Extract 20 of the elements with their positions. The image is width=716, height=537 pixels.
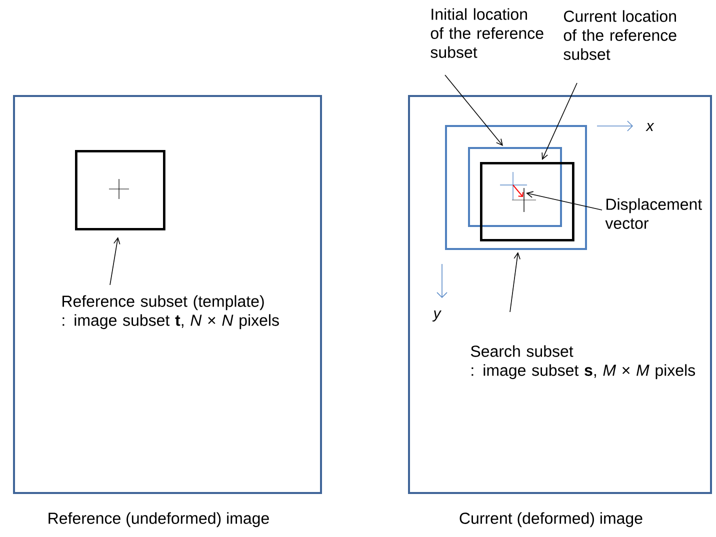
leader-arrow [110, 237, 120, 286]
leader-arrow [444, 74, 503, 146]
search-box [445, 125, 587, 250]
subset-box [75, 150, 166, 230]
axis-label: y [432, 310, 442, 322]
annotation-text: Current location of the reference subset [564, 10, 676, 60]
subset-box [468, 147, 562, 227]
annotation-text: Reference subset (template) : image subset t, N × N pixels [62, 295, 279, 330]
annotation-text: Initial location of the reference subset [430, 8, 544, 58]
subset-box [480, 162, 574, 242]
image-frame [13, 95, 322, 494]
image-caption: Current (deformed) image [460, 512, 642, 528]
axis-label: x [646, 123, 654, 131]
image-frame [408, 95, 712, 494]
annotation-text: Displacement vector [605, 198, 702, 229]
leader-arrow [542, 82, 578, 160]
image-caption: Reference (undeformed) image [48, 512, 269, 528]
leader-arrow [510, 252, 520, 312]
leader-arrow [526, 191, 602, 210]
annotation-text: Search subset : image subset s, M × M pixels [470, 345, 696, 380]
